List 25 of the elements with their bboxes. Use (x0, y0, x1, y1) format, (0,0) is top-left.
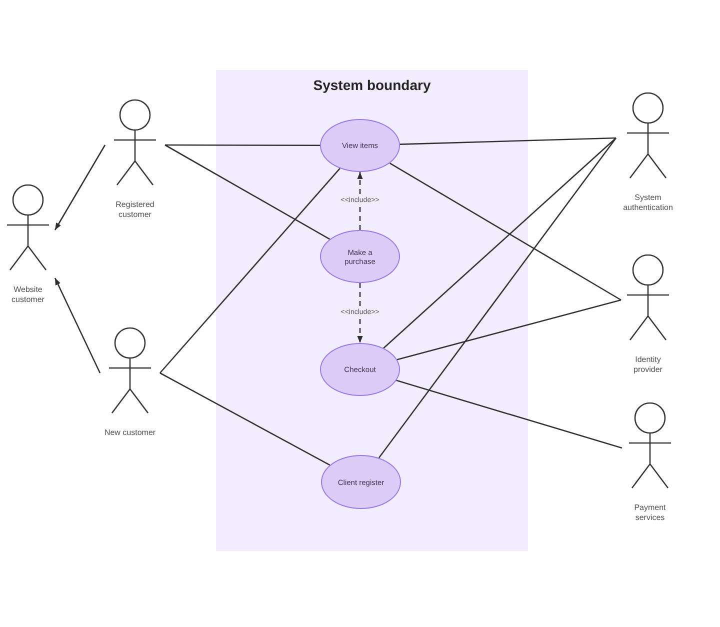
use-case-ellipse (320, 343, 400, 396)
line (378, 138, 617, 458)
line (400, 137, 616, 145)
line (160, 372, 330, 466)
use-case-ellipse (320, 119, 400, 172)
actor-name: New customer (104, 428, 156, 438)
actor-name: Registered customer (114, 200, 156, 220)
actor-name: Payment services (633, 503, 667, 523)
dashed-arrow (357, 283, 363, 343)
arrow (54, 144, 106, 230)
line (389, 162, 622, 301)
line (383, 138, 616, 349)
dashed-arrow (357, 172, 363, 230)
line (396, 380, 622, 449)
line (396, 299, 622, 360)
line (164, 144, 330, 240)
actor-name: Website customer (10, 285, 46, 305)
line (160, 168, 340, 374)
use-case-ellipse (320, 230, 400, 283)
actor-name: System authentication (622, 193, 674, 213)
boundary-title: System boundary (313, 77, 431, 94)
line (165, 144, 320, 146)
system-boundary (216, 70, 528, 551)
arrow (54, 278, 101, 374)
actor-name: Identity provider (632, 355, 664, 375)
